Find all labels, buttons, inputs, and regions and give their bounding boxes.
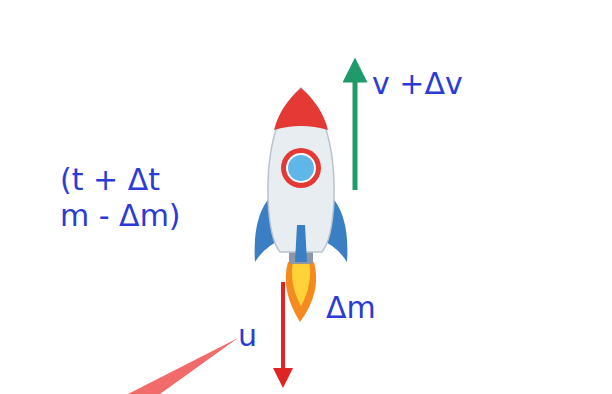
velocity-label: v +Δv (372, 66, 463, 102)
porthole-ring (281, 148, 321, 188)
nose-cone (274, 88, 328, 130)
pointer-wedge (128, 338, 238, 394)
porthole-glass (287, 154, 315, 182)
centre-fin (295, 225, 307, 262)
exhaust-speed-label: u (238, 318, 257, 354)
velocity-arrow (353, 70, 358, 190)
exhaust-arrow (281, 282, 285, 378)
mass-label: Δm (326, 290, 376, 326)
flame-outer (286, 262, 316, 322)
state-label: (t + Δt m - Δm) (60, 162, 190, 234)
flame-inner (292, 262, 310, 306)
